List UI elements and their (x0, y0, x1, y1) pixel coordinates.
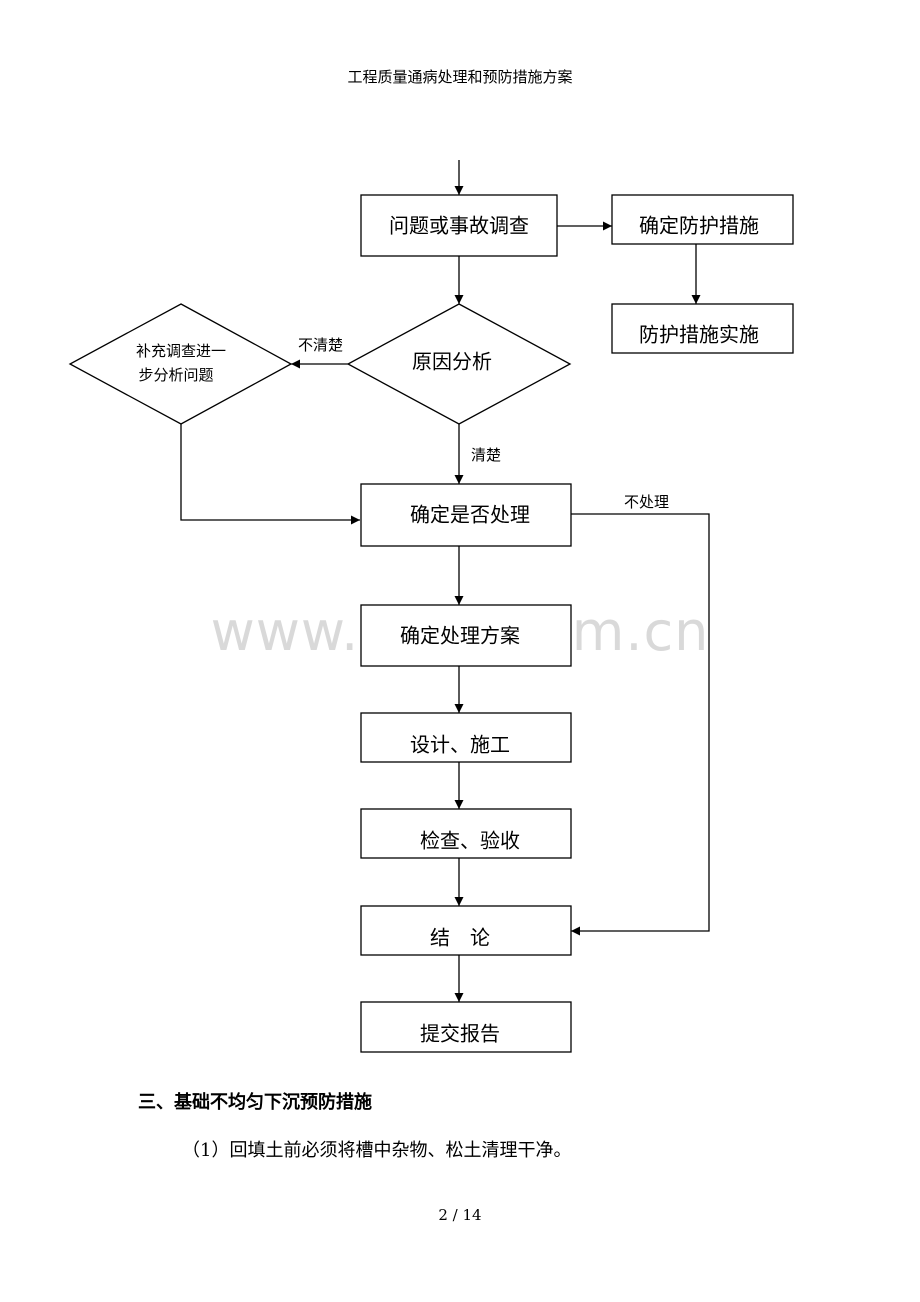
node-protect-measures-box (611, 194, 794, 245)
page-header-title: 工程质量通病处理和预防措施方案 (347, 68, 573, 86)
node-decide-label: 确定是否处理 (410, 503, 530, 527)
node-investigate-label: 问题或事故调查 (389, 214, 529, 238)
node-decide-box (360, 483, 572, 547)
edge-label-unclear: 不清楚 (298, 336, 343, 354)
node-design-box (360, 712, 572, 763)
node-inspect-box (360, 808, 572, 859)
node-protect-implement-label: 防护措施实施 (639, 323, 759, 347)
flowchart: 问题或事故调查 确定防护措施 防护措施实施 原因分析 确定是否处理 确定处理方案… (68, 160, 794, 1053)
node-plan-box (360, 604, 572, 667)
edge-label-clear: 清楚 (471, 446, 501, 464)
node-conclusion-label: 结 论 (430, 926, 490, 950)
node-conclusion-box (360, 905, 572, 956)
node-investigate-box (360, 194, 558, 257)
page-number: 2 / 14 (438, 1206, 482, 1224)
node-cause-analysis-label: 原因分析 (412, 350, 492, 374)
section-paragraph: （1）回填土前必须将槽中杂物、松土清理干净。 (182, 1140, 572, 1161)
node-protect-implement-box (611, 303, 794, 354)
node-inspect-label: 检查、验收 (420, 829, 520, 853)
section-heading: 三、基础不均匀下沉预防措施 (138, 1092, 372, 1113)
node-cause-analysis-diamond (346, 303, 572, 425)
node-report-box (360, 1001, 572, 1053)
edge-label-no-process: 不处理 (624, 493, 669, 511)
node-report-label: 提交报告 (420, 1022, 500, 1046)
arrow-supplement-to-decide (180, 424, 360, 525)
node-supplement-label-line1: 补充调查进一 (136, 342, 226, 360)
node-supplement-diamond (68, 303, 293, 425)
node-design-label: 设计、施工 (410, 733, 510, 757)
node-protect-measures-label: 确定防护措施 (639, 214, 759, 238)
arrow-decide-to-conclusion (571, 513, 710, 936)
node-supplement-label-line2: 步分析问题 (138, 366, 213, 384)
node-plan-label: 确定处理方案 (400, 624, 520, 648)
